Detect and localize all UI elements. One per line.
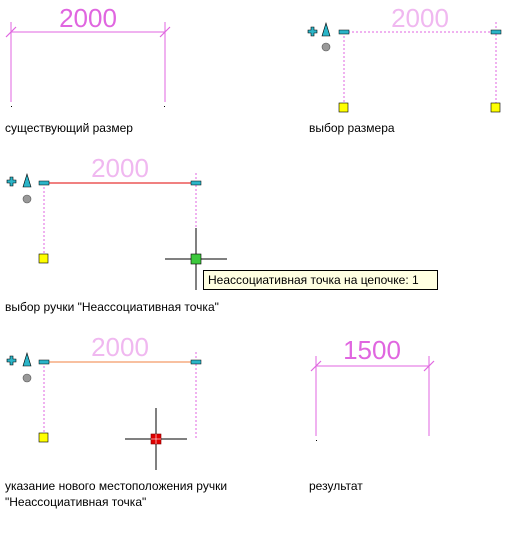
tick-mark-right <box>159 26 171 38</box>
caption-existing: существующий размер <box>5 121 133 135</box>
origin-dot <box>11 106 12 107</box>
panel-select-grip: 2000 <box>6 153 227 290</box>
tick-mark-left <box>310 360 322 372</box>
panel-new-location: 2000 <box>6 332 202 470</box>
caption-new-location-line2: "Неассоциативная точка" <box>5 495 147 509</box>
dimension-line-grip[interactable] <box>490 29 502 35</box>
dimension-line-grip[interactable] <box>38 180 50 186</box>
triangle-grip-icon[interactable] <box>22 172 32 188</box>
plus-grip-icon[interactable] <box>307 26 318 37</box>
plus-grip-icon[interactable] <box>6 176 17 187</box>
circle-grip-icon[interactable] <box>321 42 331 52</box>
triangle-grip-icon[interactable] <box>22 351 32 367</box>
extension-origin-grip[interactable] <box>490 102 501 113</box>
circle-grip-icon[interactable] <box>22 194 32 204</box>
extension-origin-grip[interactable] <box>38 253 49 264</box>
dimension-line-grip[interactable] <box>338 29 350 35</box>
tick-mark-left <box>5 26 17 38</box>
dimension-line-grip[interactable] <box>38 359 50 365</box>
moving-grip[interactable] <box>150 433 162 445</box>
dimension-text: 2000 <box>91 153 149 183</box>
tick-mark-right <box>423 360 435 372</box>
panel-result: 1500 <box>310 335 435 441</box>
panel-existing: 2000 <box>5 3 171 107</box>
grip-tooltip: Неассоциативная точка на цепочке: 1 <box>203 270 438 290</box>
plus-grip-icon[interactable] <box>6 355 17 366</box>
dimension-text: 2000 <box>91 332 149 362</box>
circle-grip-icon[interactable] <box>22 373 32 383</box>
panel-select-dimension: 2000 <box>307 3 502 113</box>
dimension-line-grip[interactable] <box>190 359 202 365</box>
hovered-grip[interactable] <box>190 253 202 265</box>
caption-new-location-line1: указание нового местоположения ручки <box>5 479 228 493</box>
origin-dot <box>164 106 165 107</box>
dimension-text: 1500 <box>343 335 401 365</box>
caption-select-grip: выбор ручки "Неассоциативная точка" <box>5 300 219 314</box>
caption-select-dimension: выбор размера <box>309 121 395 135</box>
dimension-text: 2000 <box>59 3 117 33</box>
triangle-grip-icon[interactable] <box>321 21 331 37</box>
dimension-text: 2000 <box>391 3 449 33</box>
caption-result: результат <box>309 479 363 493</box>
origin-dot <box>316 440 317 441</box>
extension-origin-grip[interactable] <box>338 102 349 113</box>
dimension-line-grip[interactable] <box>190 180 202 186</box>
extension-origin-grip[interactable] <box>38 432 49 443</box>
